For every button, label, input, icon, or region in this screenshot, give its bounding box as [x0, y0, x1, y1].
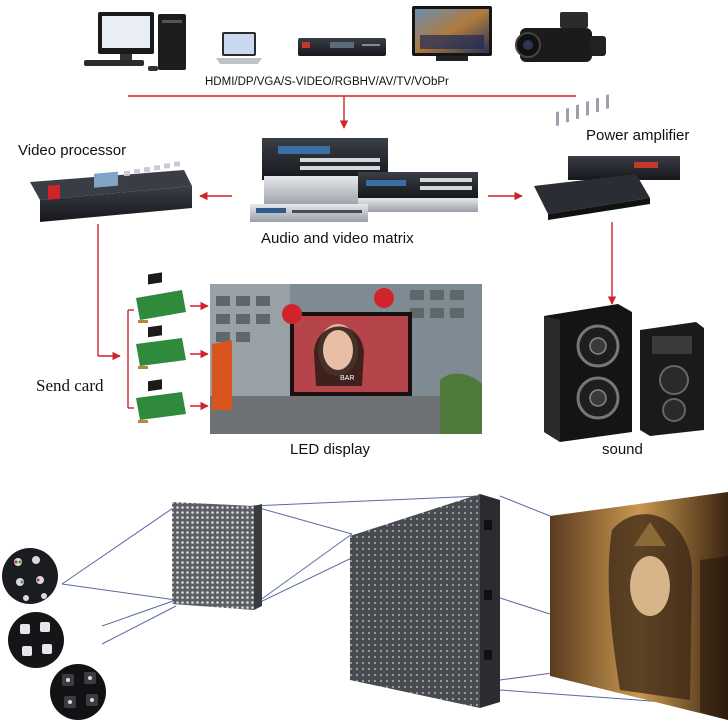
led-display-label: LED display — [290, 441, 371, 458]
speaker-icon — [640, 322, 704, 436]
screen-text: BAR — [340, 375, 354, 382]
tv-icon — [412, 6, 492, 61]
matrix-switcher-icon — [250, 138, 478, 222]
led-module-icon — [172, 502, 262, 610]
send-card-label: Send card — [36, 376, 104, 395]
laptop-icon — [216, 32, 262, 64]
signal-sources-label: HDMI/DP/VGA/S-VIDEO/RGBHV/AV/TV/VObPr — [205, 76, 449, 88]
led-closeup-icon — [2, 548, 58, 604]
led-closeup-icon — [8, 612, 64, 668]
send-card-icon — [136, 272, 186, 323]
led-wall-image — [550, 492, 728, 720]
led-closeup-icon — [50, 664, 106, 720]
mixer-icon — [534, 94, 680, 220]
video-processor-label: Video processor — [18, 142, 127, 159]
desktop-computer-icon — [84, 12, 186, 71]
led-display-photo — [210, 284, 482, 434]
video-processor-icon — [30, 161, 192, 222]
video-camera-icon — [515, 12, 606, 62]
power-amplifier-label: Power amplifier — [586, 127, 690, 144]
send-card-icon — [136, 325, 186, 369]
send-card-icon — [136, 379, 186, 423]
speaker-icon — [544, 304, 632, 442]
sound-label: sound — [602, 441, 643, 458]
dvd-player-icon — [298, 38, 386, 56]
led-cabinet-icon — [350, 494, 500, 708]
matrix-label: Audio and video matrix — [261, 230, 414, 247]
